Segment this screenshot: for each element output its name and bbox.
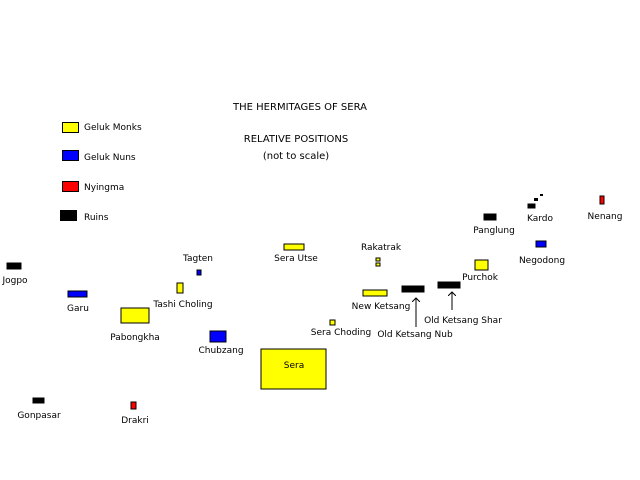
site-marker-drakri	[130, 401, 137, 410]
site-label-chubzang: Chubzang	[198, 346, 244, 356]
site-label-nenang: Nenang	[587, 212, 623, 222]
site-label-jogpo: Jogpo	[2, 276, 28, 286]
site-marker-rakatrak	[375, 257, 381, 262]
site-marker-pabongkha	[120, 307, 150, 324]
site-marker-kardo	[527, 203, 536, 209]
site-label-old-ketsang-shar: Old Ketsang Shar	[424, 316, 502, 326]
site-label-new-ketsang: New Ketsang	[351, 302, 411, 312]
site-label-tashi-choling: Tashi Choling	[153, 300, 213, 310]
legend-label-geluk-nuns: Geluk Nuns	[84, 153, 136, 163]
site-marker-sera	[260, 348, 327, 390]
site-marker-kardo-fragment	[534, 198, 538, 201]
site-label-drakri: Drakri	[121, 416, 149, 426]
legend-label-geluk-monks: Geluk Monks	[84, 123, 142, 133]
site-label-rakatrak: Rakatrak	[360, 243, 402, 253]
site-label-old-ketsang-nub: Old Ketsang Nub	[377, 330, 453, 340]
site-label-garu: Garu	[67, 304, 89, 314]
site-label-sera-utse: Sera Utse	[274, 254, 318, 264]
site-marker-new-ketsang	[362, 289, 388, 297]
diagram-title: THE HERMITAGES OF SERA	[233, 102, 367, 113]
diagram-scale-note: (not to scale)	[262, 151, 330, 162]
site-label-panglung: Panglung	[473, 226, 515, 236]
site-marker-chubzang	[209, 330, 227, 343]
site-marker-sera-utse	[283, 243, 305, 251]
site-marker-tagten	[196, 269, 202, 276]
site-marker-panglung	[483, 213, 497, 221]
site-label-tagten: Tagten	[182, 254, 214, 264]
site-label-purchok: Purchok	[462, 273, 498, 283]
site-marker-sera-choding	[329, 319, 336, 326]
site-label-sera-choding: Sera Choding	[310, 328, 372, 338]
site-marker-kardo-fragment	[540, 194, 543, 196]
legend-label-nyingma: Nyingma	[84, 183, 125, 193]
site-marker-purchok	[474, 259, 489, 271]
site-marker-old-ketsang-shar	[437, 281, 461, 289]
site-label-sera: Sera	[283, 361, 305, 371]
legend-swatch-nyingma	[62, 181, 79, 192]
site-marker-negodong	[535, 240, 547, 248]
site-marker-gonpasar	[32, 397, 45, 404]
site-marker-jogpo	[6, 262, 22, 270]
site-label-gonpasar: Gonpasar	[17, 411, 61, 421]
site-marker-tashi-choling	[176, 282, 184, 294]
legend-swatch-geluk-monks	[62, 122, 79, 133]
legend-swatch-geluk-nuns	[62, 150, 79, 161]
legend-swatch-ruins	[60, 210, 77, 221]
site-label-kardo: Kardo	[526, 214, 554, 224]
diagram-subtitle: RELATIVE POSITIONS	[243, 134, 349, 145]
site-marker-rakatrak-lower	[375, 262, 381, 267]
site-marker-old-ketsang-nub	[401, 285, 425, 293]
site-marker-nenang	[599, 195, 605, 205]
legend-label-ruins: Ruins	[84, 213, 109, 223]
site-label-negodong: Negodong	[518, 256, 566, 266]
site-label-pabongkha: Pabongkha	[110, 333, 160, 343]
site-marker-garu	[67, 290, 88, 298]
